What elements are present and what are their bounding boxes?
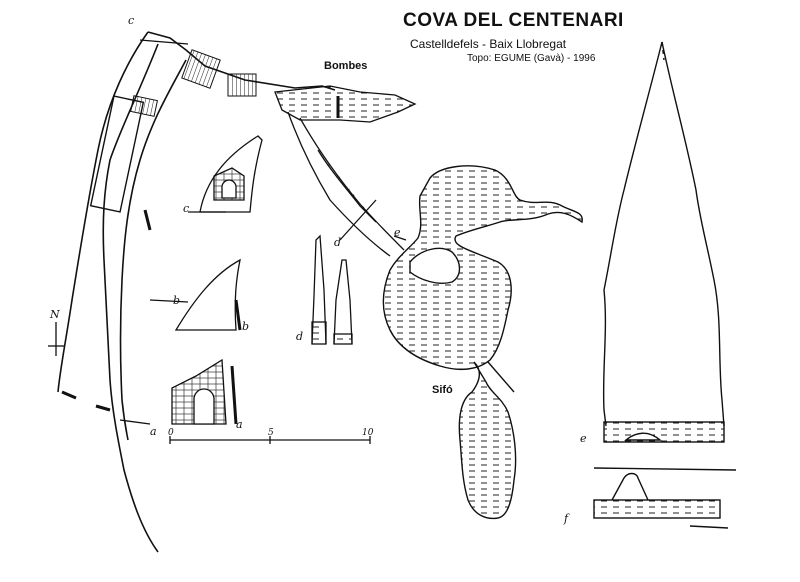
scale-tick-0: 0 [168, 428, 174, 438]
map-title: COVA DEL CENTENARI [403, 10, 624, 31]
section-lines [119, 39, 407, 425]
section-c [199, 135, 263, 213]
label-sifo: Sifó [432, 384, 453, 396]
section-label-e-plan: e [394, 226, 401, 239]
section-label-c-plan: c [128, 14, 135, 27]
section-label-d: d [296, 330, 304, 343]
entrance-passage [57, 31, 336, 553]
section-label-f: f [564, 512, 569, 525]
sifo-chamber [458, 361, 517, 520]
section-label-e: e [580, 432, 587, 445]
map-subtitle: Castelldefels - Baix Llobregat [410, 37, 567, 51]
label-north: N [50, 308, 60, 321]
section-label-b-plan: b [173, 294, 181, 307]
section-a [171, 358, 238, 425]
section-b [174, 258, 242, 331]
section-d [311, 234, 353, 345]
scale-bar [169, 436, 371, 444]
section-label-b: b [242, 320, 250, 333]
label-bombes: Bombes [324, 60, 368, 72]
section-label-a-plan: a [150, 425, 157, 438]
section-label-c: c [183, 202, 190, 215]
entrance-blocks [61, 49, 257, 412]
scale-tick-5: 5 [268, 428, 274, 438]
north-arrow [48, 322, 64, 356]
scale-tick-10: 10 [362, 428, 374, 438]
section-label-d-plan: d [334, 236, 342, 249]
section-label-a: a [236, 418, 243, 431]
long-profile [593, 41, 737, 529]
bombes-gallery [274, 85, 417, 257]
map-credit: Topo: EGUME (Gavà) - 1996 [467, 53, 596, 64]
lake-chamber [382, 165, 583, 393]
